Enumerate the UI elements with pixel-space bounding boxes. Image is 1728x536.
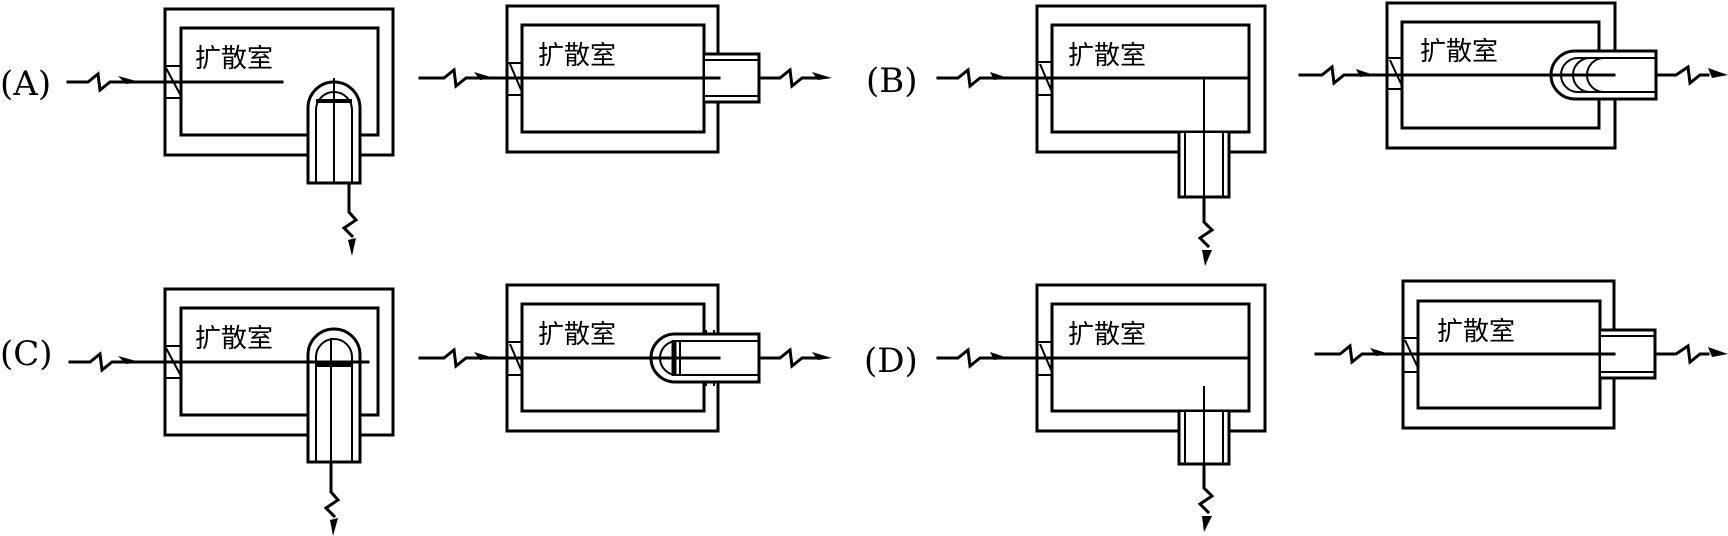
diffusion-room-label: 扩散室 (1068, 320, 1146, 350)
exit-beam-arrow (1197, 195, 1215, 266)
panel-b-right: 扩散室 (1298, 1, 1728, 150)
diffusion-room-label: 扩散室 (195, 324, 273, 354)
sample-holder (1599, 328, 1657, 380)
incident-beam-arrow (936, 67, 1251, 89)
sample-holder-domed (1549, 48, 1658, 102)
panel-c-left: 扩散室 (68, 287, 395, 536)
exit-beam-arrow (1655, 64, 1728, 86)
bottom-port (1177, 386, 1231, 466)
panel-b-left: 扩散室 (936, 4, 1267, 266)
option-label-a: (A) (0, 64, 51, 104)
diffusion-room-label: 扩散室 (1437, 317, 1515, 347)
diffusion-room-label: 扩散室 (538, 320, 616, 350)
option-label-d: (D) (864, 341, 918, 381)
incident-beam-arrow (1298, 64, 1614, 86)
incident-beam-arrow (68, 351, 370, 373)
bottom-port (1177, 78, 1231, 199)
exit-beam-arrow (758, 67, 832, 89)
exit-beam-arrow (1654, 343, 1728, 365)
sample-holder (703, 52, 761, 104)
option-label-c: (C) (0, 334, 53, 374)
panel-c-right: 扩散室 (418, 283, 832, 433)
exit-beam-arrow (1197, 462, 1215, 532)
exit-beam-arrow (323, 460, 341, 536)
diffusion-room-label: 扩散室 (195, 44, 273, 74)
panel-d-left: 扩散室 (936, 283, 1267, 532)
entrance-window (1388, 57, 1403, 90)
exit-beam-arrow (341, 181, 359, 256)
incident-beam-arrow (1314, 343, 1617, 365)
incident-beam-arrow (936, 347, 1251, 369)
diffusion-room-label: 扩散室 (1068, 41, 1146, 71)
exit-beam-arrow (758, 347, 832, 369)
sample-holder-domed (648, 330, 761, 386)
panel-a-right: 扩散室 (418, 4, 832, 154)
incident-beam-arrow (418, 67, 722, 89)
panel-a-left: 扩散室 (66, 7, 395, 256)
option-label-b: (B) (866, 61, 918, 101)
sample-holder (306, 78, 362, 185)
sample-holder (306, 327, 362, 464)
diffusion-room-label: 扩散室 (1420, 37, 1498, 67)
incident-beam-arrow (66, 71, 284, 93)
diffusion-room-label: 扩散室 (538, 41, 616, 71)
panel-d-right: 扩散室 (1314, 279, 1728, 430)
incident-beam-arrow (418, 347, 722, 369)
